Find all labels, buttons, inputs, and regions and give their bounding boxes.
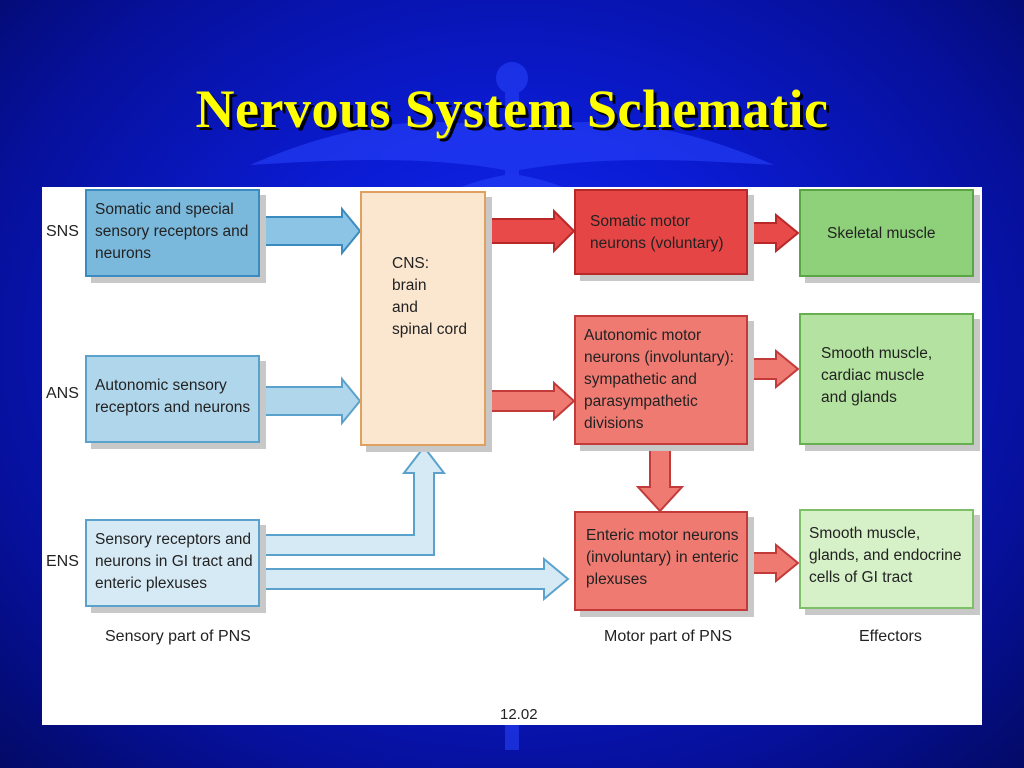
enteric-motor-box: Enteric motor neurons (involuntary) in e… [574, 511, 748, 611]
arrow-autonomic-motor-to-smooth [747, 348, 800, 390]
skeletal-muscle-line-1: Skeletal muscle [827, 225, 936, 242]
autonomic-sensory-line-1: Autonomic sensory [95, 377, 227, 394]
somatic-motor-box: Somatic motor neurons (voluntary) [574, 189, 748, 275]
autonomic-motor-line-2: neurons (involuntary): [584, 349, 734, 366]
footer-motor-label: Motor part of PNS [604, 628, 733, 645]
row-label-sns: SNS [46, 223, 79, 240]
footer-sensory-label: Sensory part of PNS [105, 628, 251, 645]
footer-effectors-label: Effectors [859, 628, 922, 645]
cns-line-3: and [392, 299, 418, 316]
diagram-panel: SNS ANS ENS Somatic and special sensory … [42, 187, 982, 725]
arrow-enteric-motor-to-gi [747, 542, 800, 584]
enteric-motor-line-3: plexuses [586, 571, 648, 588]
smooth-cardiac-box: Smooth muscle, cardiac muscle and glands [799, 313, 974, 445]
smooth-cardiac-line-1: Smooth muscle, [821, 345, 933, 362]
enteric-motor-line-2: (involuntary) in enteric [586, 549, 739, 566]
enteric-sensory-line-2: neurons in GI tract and [95, 553, 253, 570]
smooth-cardiac-line-3: and glands [821, 389, 897, 406]
autonomic-sensory-line-2: receptors and neurons [95, 399, 251, 416]
gi-effectors-line-1: Smooth muscle, [809, 525, 921, 542]
smooth-cardiac-line-2: cardiac muscle [821, 367, 925, 384]
arrow-somatic-sensory-to-cns [259, 206, 362, 256]
enteric-sensory-line-3: enteric plexuses [95, 575, 208, 592]
enteric-sensory-box: Sensory receptors and neurons in GI trac… [85, 519, 260, 607]
row-label-ans: ANS [46, 385, 79, 402]
arrow-autonomic-sensory-to-cns [259, 376, 362, 426]
somatic-sensory-line-3: neurons [95, 245, 152, 262]
slide-title: Nervous System Schematic [195, 79, 829, 139]
cns-box: CNS: brain and spinal cord [360, 191, 486, 446]
cns-line-2: brain [392, 277, 427, 294]
somatic-sensory-box: Somatic and special sensory receptors an… [85, 189, 260, 277]
somatic-motor-line-1: Somatic motor [590, 213, 690, 230]
gi-effectors-line-3: cells of GI tract [809, 569, 913, 586]
autonomic-motor-line-4: parasympathetic [584, 393, 698, 410]
somatic-sensory-line-2: sensory receptors and [95, 223, 249, 240]
cns-line-1: CNS: [392, 255, 430, 272]
arrow-somatic-motor-to-skeletal [747, 212, 800, 254]
skeletal-muscle-box: Skeletal muscle [799, 189, 974, 277]
autonomic-motor-box: Autonomic motor neurons (involuntary): s… [574, 315, 748, 445]
arrow-enteric-sensory-to-enteric-motor [259, 556, 570, 602]
enteric-motor-line-1: Enteric motor neurons [586, 527, 739, 544]
autonomic-motor-line-5: divisions [584, 415, 644, 432]
arrow-enteric-sensory-to-cns [259, 445, 447, 556]
enteric-sensory-line-1: Sensory receptors and [95, 531, 251, 548]
autonomic-motor-line-3: sympathetic and [584, 371, 697, 388]
arrow-layer [259, 206, 800, 602]
autonomic-motor-line-1: Autonomic motor [584, 327, 702, 344]
somatic-motor-line-2: neurons (voluntary) [590, 235, 724, 252]
arrow-cns-to-somatic-motor [485, 208, 576, 254]
somatic-sensory-line-1: Somatic and special [95, 201, 234, 218]
arrow-autonomic-to-enteric-motor [635, 446, 685, 513]
autonomic-sensory-box: Autonomic sensory receptors and neurons [85, 355, 260, 443]
arrow-cns-to-autonomic-motor [485, 380, 576, 422]
gi-effectors-box: Smooth muscle, glands, and endocrine cel… [799, 509, 974, 609]
cns-line-4: spinal cord [392, 321, 467, 338]
row-label-ens: ENS [46, 553, 79, 570]
figure-number: 12.02 [500, 706, 538, 723]
gi-effectors-line-2: glands, and endocrine [809, 547, 962, 564]
